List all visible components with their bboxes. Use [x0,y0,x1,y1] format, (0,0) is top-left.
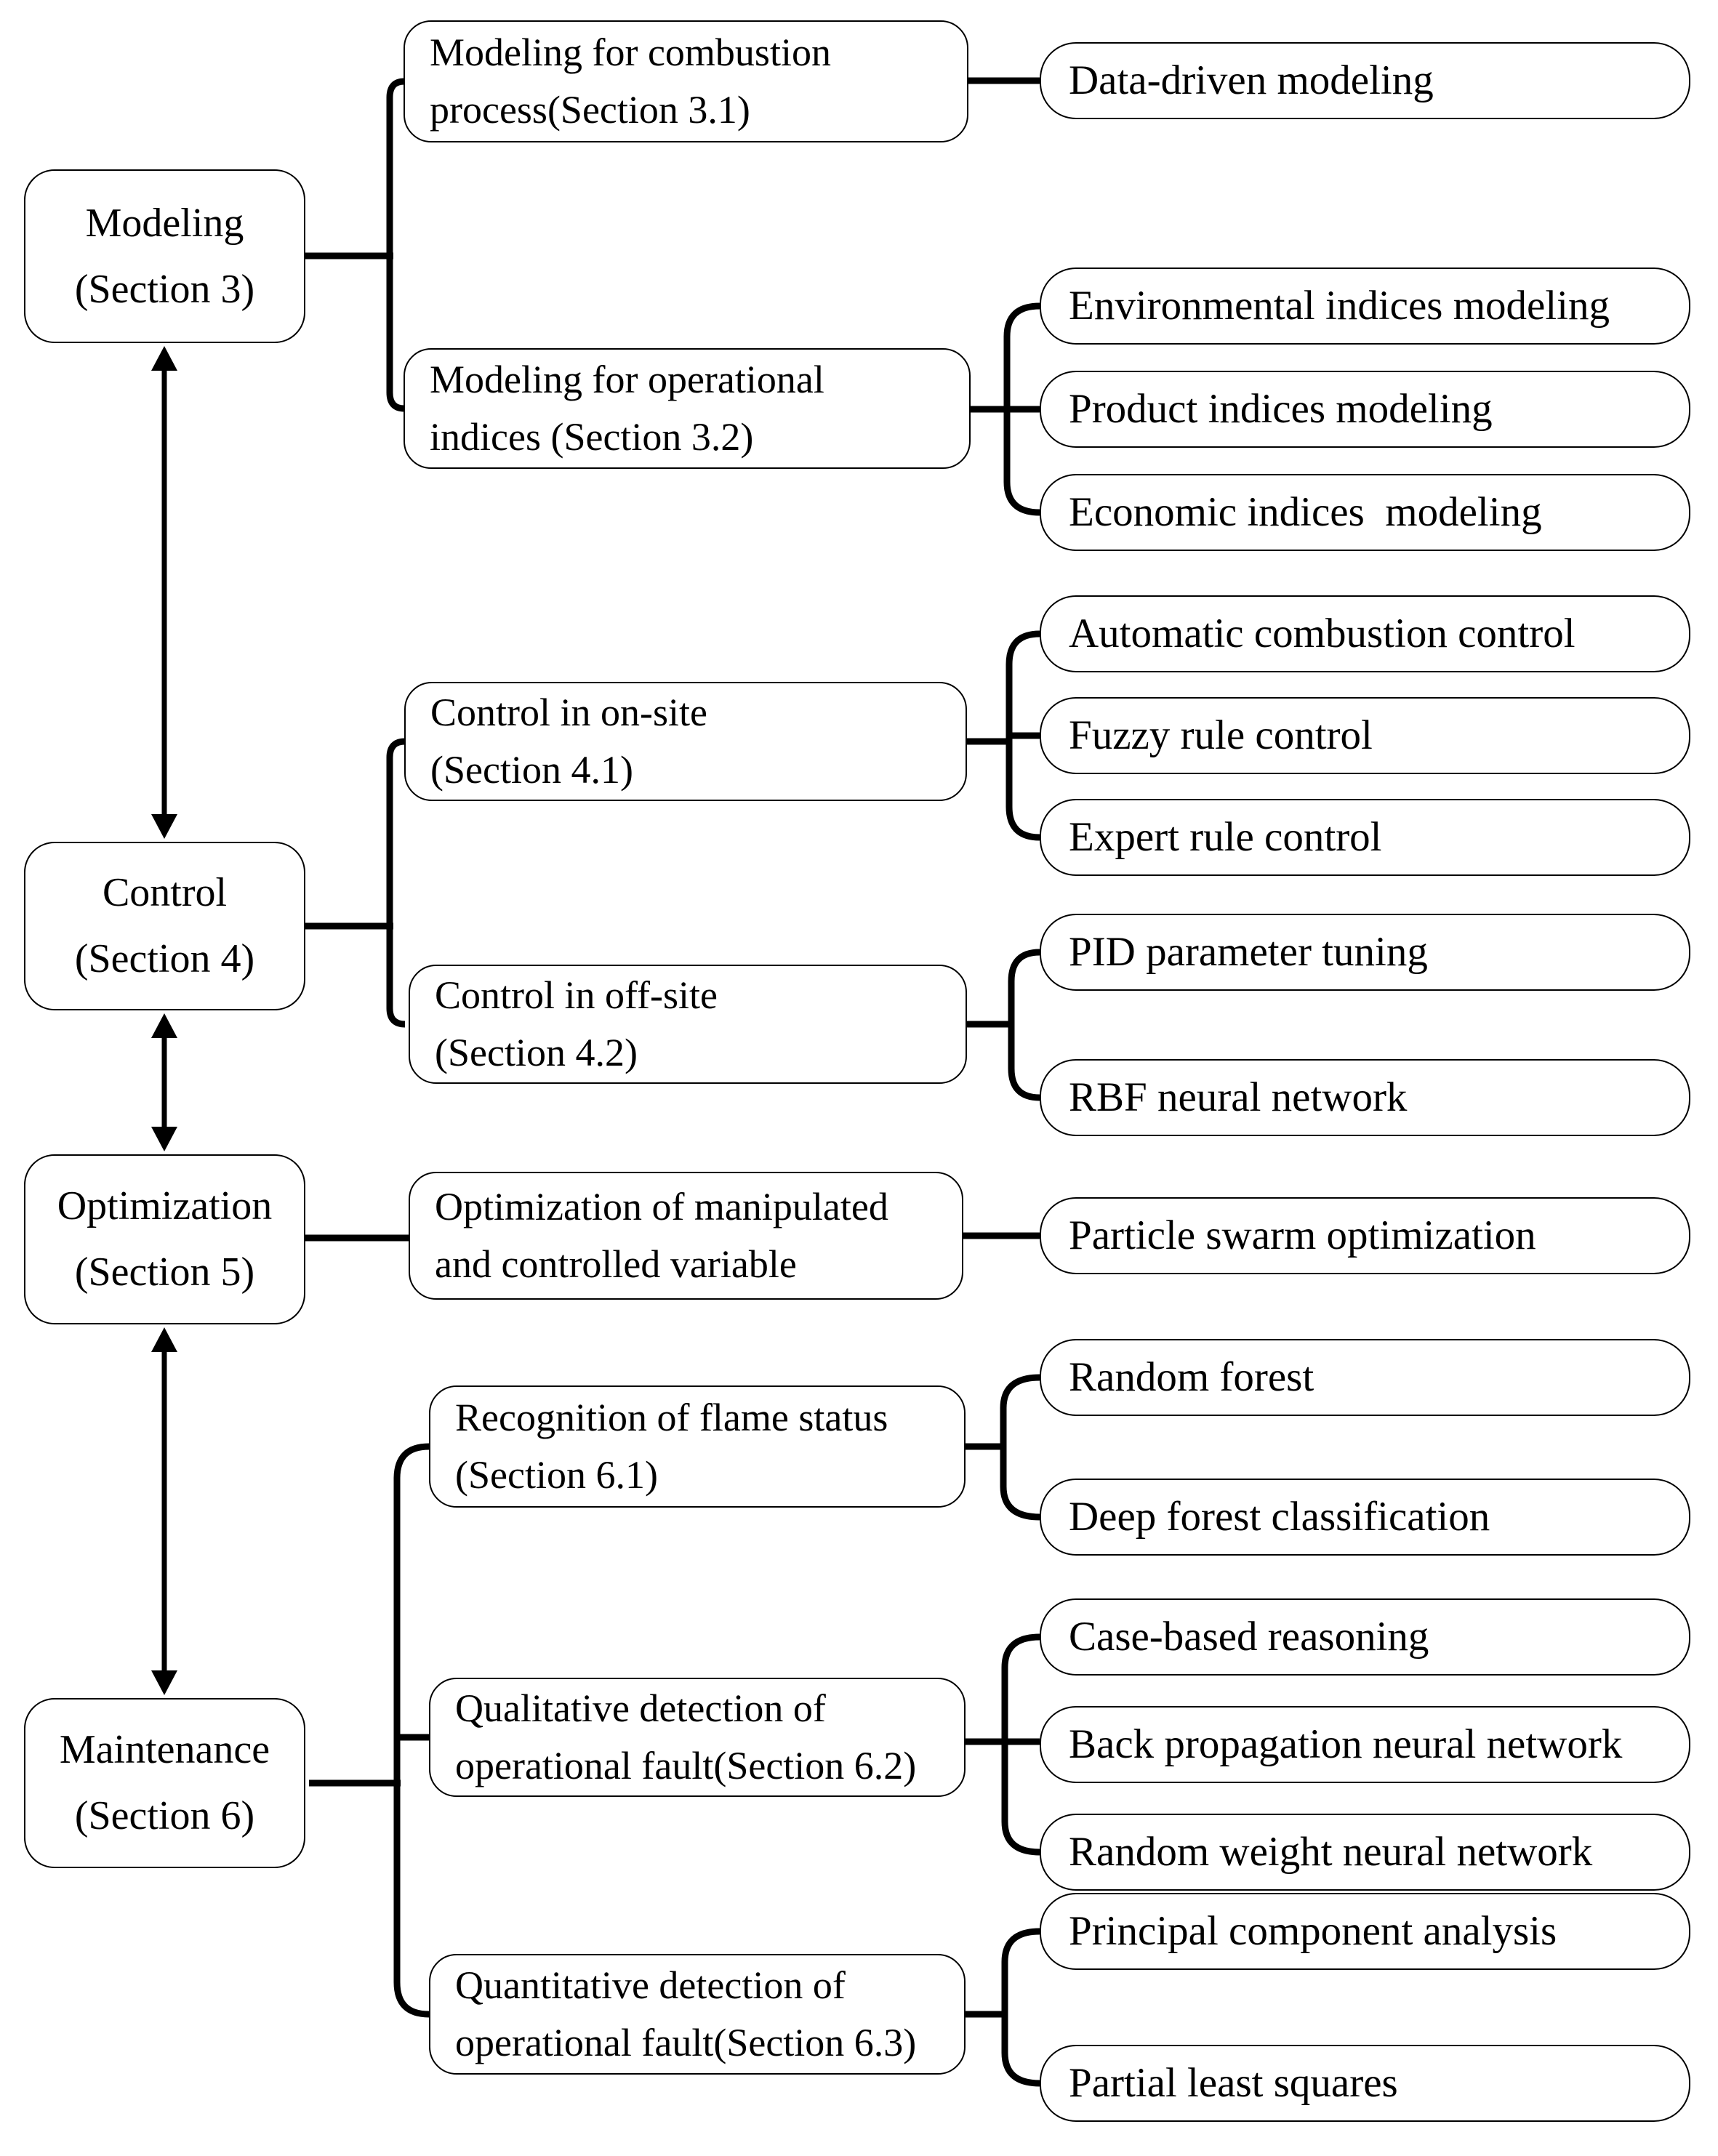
node-label-line1: Control in on-site [430,691,707,734]
connector-m32-children [971,302,1040,516]
node-label-line2: and controlled variable [435,1242,797,1286]
node-control-section4: Control (Section 4) [24,842,305,1010]
node-pid-parameter-tuning: PID parameter tuning [1040,914,1690,991]
node-label: Economic indices modeling [1069,489,1542,535]
node-particle-swarm-optimization: Particle swarm optimization [1040,1197,1690,1274]
connector-brace [1003,302,1040,516]
node-label-line2: process(Section 3.1) [430,88,750,132]
node-expert-rule-control: Expert rule control [1040,799,1690,876]
node-label: Environmental indices modeling [1069,283,1610,329]
connector-m41-children [967,630,1040,841]
node-partial-least-squares: Partial least squares [1040,2045,1690,2122]
connector-brace [386,738,406,1028]
node-label-line1: Quantitative detection of [455,1963,846,2007]
double-arrow-optimization-maintenance [151,1327,177,1695]
node-label-line1: Modeling for operational [430,358,824,401]
node-fuzzy-rule-control: Fuzzy rule control [1040,697,1690,774]
connector-modeling-children [305,78,405,412]
node-label-line1: Qualitative detection of [455,1686,826,1730]
node-label: Back propagation neural network [1069,1721,1623,1767]
node-label-line2: (Section 3) [74,266,255,312]
node-label-line1: Control [102,870,228,915]
node-label-line2: operational fault(Section 6.3) [455,2021,917,2064]
node-principal-component-analysis: Principal component analysis [1040,1893,1690,1970]
node-label-line2: (Section 6.1) [455,1453,658,1497]
node-product-indices-modeling: Product indices modeling [1040,371,1690,448]
double-arrow-modeling-control [151,346,177,839]
node-qualitative-fault-detection: Qualitative detection of operational fau… [429,1678,966,1797]
connector-m42-children [967,949,1040,1101]
node-modeling-section3: Modeling (Section 3) [24,169,305,343]
connector-m63-children [966,1928,1040,2087]
connector-brace [393,1443,430,2018]
connector-brace [386,78,405,412]
node-economic-indices-modeling: Economic indices modeling [1040,474,1690,551]
node-control-off-site: Control in off-site (Section 4.2) [409,965,967,1084]
node-recognition-flame-status: Recognition of flame status (Section 6.1… [429,1385,966,1508]
connector-brace [1001,1633,1040,1856]
node-modeling-operational-indices: Modeling for operational indices (Sectio… [404,348,971,469]
node-back-propagation-neural-network: Back propagation neural network [1040,1706,1690,1783]
connector-brace [1001,1928,1040,2087]
node-label-line2: (Section 4.2) [435,1031,638,1074]
node-label-line2: (Section 4) [74,936,255,981]
node-label-line2: (Section 6) [74,1793,255,1838]
node-automatic-combustion-control: Automatic combustion control [1040,595,1690,672]
node-deep-forest-classification: Deep forest classification [1040,1479,1690,1556]
double-arrow-control-optimization [151,1013,177,1151]
node-label: Automatic combustion control [1069,611,1575,656]
connector-control-children [305,738,406,1028]
node-label: Random forest [1069,1354,1314,1400]
node-label-line2: (Section 5) [74,1250,255,1295]
node-data-driven-modeling: Data-driven modeling [1040,42,1690,119]
node-label-line2: operational fault(Section 6.2) [455,1744,917,1787]
connector-m61-children [966,1374,1040,1521]
node-label-line2: indices (Section 3.2) [430,415,754,459]
node-random-forest: Random forest [1040,1339,1690,1416]
node-label: Expert rule control [1069,814,1382,860]
node-label: Principal component analysis [1069,1908,1557,1954]
node-control-on-site: Control in on-site (Section 4.1) [404,682,967,801]
node-label: Random weight neural network [1069,1829,1593,1875]
node-maintenance-section6: Maintenance (Section 6) [24,1698,305,1868]
node-label: Product indices modeling [1069,386,1493,432]
node-label-line2: (Section 4.1) [430,748,633,792]
node-label: Deep forest classification [1069,1494,1490,1540]
node-label-line1: Maintenance [59,1727,270,1772]
node-random-weight-neural-network: Random weight neural network [1040,1814,1690,1891]
node-label-line1: Optimization [57,1183,273,1228]
node-label: Data-driven modeling [1069,57,1434,103]
node-label-line1: Recognition of flame status [455,1396,888,1439]
node-label: Partial least squares [1069,2060,1398,2106]
node-case-based-reasoning: Case-based reasoning [1040,1598,1690,1676]
node-label: Case-based reasoning [1069,1614,1429,1660]
node-quantitative-fault-detection: Quantitative detection of operational fa… [429,1954,966,2075]
node-optimization-section5: Optimization (Section 5) [24,1154,305,1324]
connector-brace [1005,630,1040,841]
node-label: PID parameter tuning [1069,929,1428,975]
node-label: Particle swarm optimization [1069,1212,1536,1258]
connector-brace [1000,1374,1040,1521]
connector-maintenance-children [309,1443,430,2018]
node-environmental-indices-modeling: Environmental indices modeling [1040,268,1690,345]
node-label-line1: Modeling [85,200,244,246]
connector-brace [1008,949,1040,1101]
node-label: RBF neural network [1069,1074,1408,1120]
connector-m62-children [966,1633,1040,1856]
node-label-line1: Modeling for combustion [430,31,831,74]
node-rbf-neural-network: RBF neural network [1040,1059,1690,1136]
node-optimization-manipulated-controlled-variable: Optimization of manipulated and controll… [409,1172,963,1300]
node-modeling-combustion-process: Modeling for combustion process(Section … [404,20,968,142]
node-label-line1: Optimization of manipulated [435,1185,888,1228]
node-label: Fuzzy rule control [1069,712,1373,758]
node-label-line1: Control in off-site [435,973,718,1017]
